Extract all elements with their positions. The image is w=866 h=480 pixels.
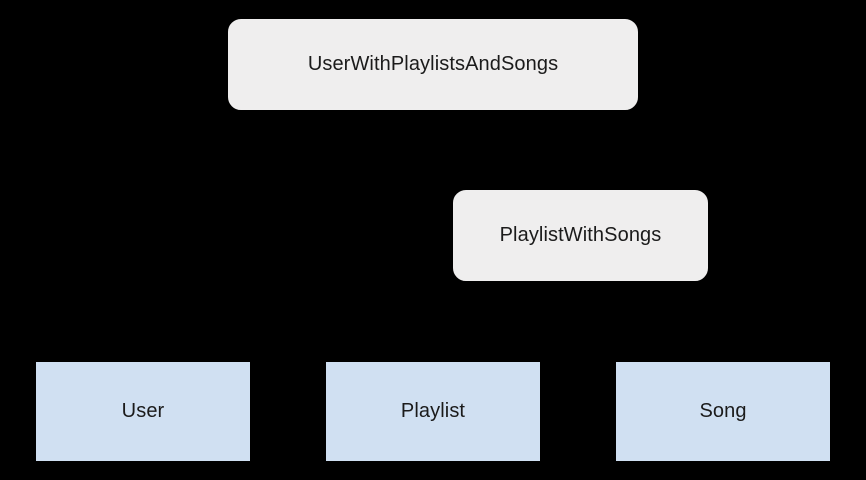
node-user[interactable]: User [36, 362, 250, 461]
node-label-user-with-playlists-and-songs: UserWithPlaylistsAndSongs [307, 53, 559, 75]
node-label-playlist-with-songs: PlaylistWithSongs [499, 224, 662, 246]
node-label-user: User [121, 400, 165, 422]
node-label-playlist: Playlist [400, 400, 466, 422]
node-label-song: Song [699, 400, 747, 422]
node-song[interactable]: Song [616, 362, 830, 461]
node-user-with-playlists-and-songs[interactable]: UserWithPlaylistsAndSongs [228, 19, 638, 110]
node-playlist[interactable]: Playlist [326, 362, 540, 461]
node-playlist-with-songs[interactable]: PlaylistWithSongs [453, 190, 708, 281]
